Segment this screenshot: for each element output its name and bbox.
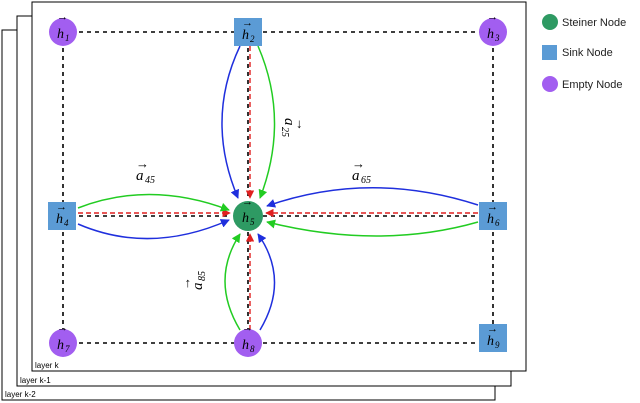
green-edges	[77, 45, 479, 331]
svg-text:h: h	[57, 338, 64, 353]
svg-text:45: 45	[145, 175, 155, 186]
legend-item-sink: Sink Node	[542, 45, 613, 60]
svg-text:h: h	[242, 211, 249, 226]
svg-text:→: →	[352, 156, 365, 171]
blue-edges	[77, 45, 479, 331]
grid-lines	[62, 31, 494, 344]
svg-text:h: h	[57, 27, 64, 42]
svg-text:a: a	[190, 283, 206, 291]
svg-text:a: a	[136, 168, 144, 184]
node-h6: → h 6	[479, 201, 507, 230]
svg-text:8: 8	[250, 344, 255, 354]
svg-text:5: 5	[250, 217, 255, 227]
svg-text:→: →	[57, 322, 68, 334]
node-h4: → h 4	[48, 201, 76, 230]
svg-text:h: h	[487, 27, 494, 42]
layer-label-middle: layer k-1	[20, 376, 51, 385]
node-h2: → h 2	[234, 17, 262, 46]
legend-steiner-label: Steiner Node	[562, 17, 626, 29]
svg-text:3: 3	[494, 33, 500, 43]
legend-steiner-marker	[542, 14, 558, 30]
legend-sink-marker	[542, 45, 557, 60]
svg-text:6: 6	[495, 218, 500, 228]
svg-text:→: →	[487, 201, 498, 213]
legend: Steiner Node Sink Node Empty Node	[542, 14, 626, 92]
layer-label-top: layer k	[35, 361, 60, 370]
node-h5: → h 5	[233, 196, 263, 231]
svg-text:65: 65	[361, 175, 371, 186]
legend-item-steiner: Steiner Node	[542, 14, 626, 30]
svg-text:→: →	[242, 17, 253, 29]
svg-text:85: 85	[197, 271, 208, 281]
node-h7: → h 7	[49, 322, 77, 357]
svg-text:a: a	[352, 168, 360, 184]
legend-item-empty: Empty Node	[542, 76, 623, 92]
node-h3: → h 3	[479, 11, 507, 46]
edge-label-a65: → a 65	[352, 156, 371, 186]
svg-text:→: →	[487, 11, 498, 23]
edge-label-a45: → a 45	[136, 156, 155, 186]
legend-empty-marker	[542, 76, 558, 92]
svg-text:h: h	[56, 212, 63, 227]
svg-text:h: h	[242, 338, 249, 353]
svg-text:2: 2	[250, 34, 255, 44]
edge-label-a85: → a 85	[178, 271, 208, 290]
layer-label-bottom: layer k-2	[5, 390, 36, 399]
svg-text:7: 7	[65, 344, 70, 354]
svg-text:1: 1	[65, 33, 70, 43]
svg-text:25: 25	[279, 127, 290, 137]
edge-label-a25: → a 25	[279, 118, 309, 137]
svg-text:→: →	[242, 196, 253, 208]
red-edges	[78, 46, 478, 330]
svg-text:→: →	[242, 322, 253, 334]
svg-text:→: →	[178, 277, 193, 290]
svg-text:→: →	[57, 11, 68, 23]
svg-text:→: →	[136, 156, 149, 171]
svg-text:h: h	[487, 334, 494, 349]
svg-text:→: →	[487, 323, 498, 335]
svg-text:h: h	[242, 28, 249, 43]
svg-text:a: a	[281, 118, 297, 126]
svg-text:→: →	[56, 201, 67, 213]
legend-empty-label: Empty Node	[562, 79, 623, 91]
svg-text:→: →	[294, 118, 309, 131]
node-h8: → h 8	[234, 322, 262, 357]
svg-text:9: 9	[495, 340, 500, 350]
legend-sink-label: Sink Node	[562, 47, 613, 59]
svg-text:4: 4	[64, 218, 69, 228]
layer-frame-top: layer k	[31, 1, 527, 372]
node-h9: → h 9	[479, 323, 507, 352]
svg-text:h: h	[487, 212, 494, 227]
node-h1: → h 1	[49, 11, 77, 46]
